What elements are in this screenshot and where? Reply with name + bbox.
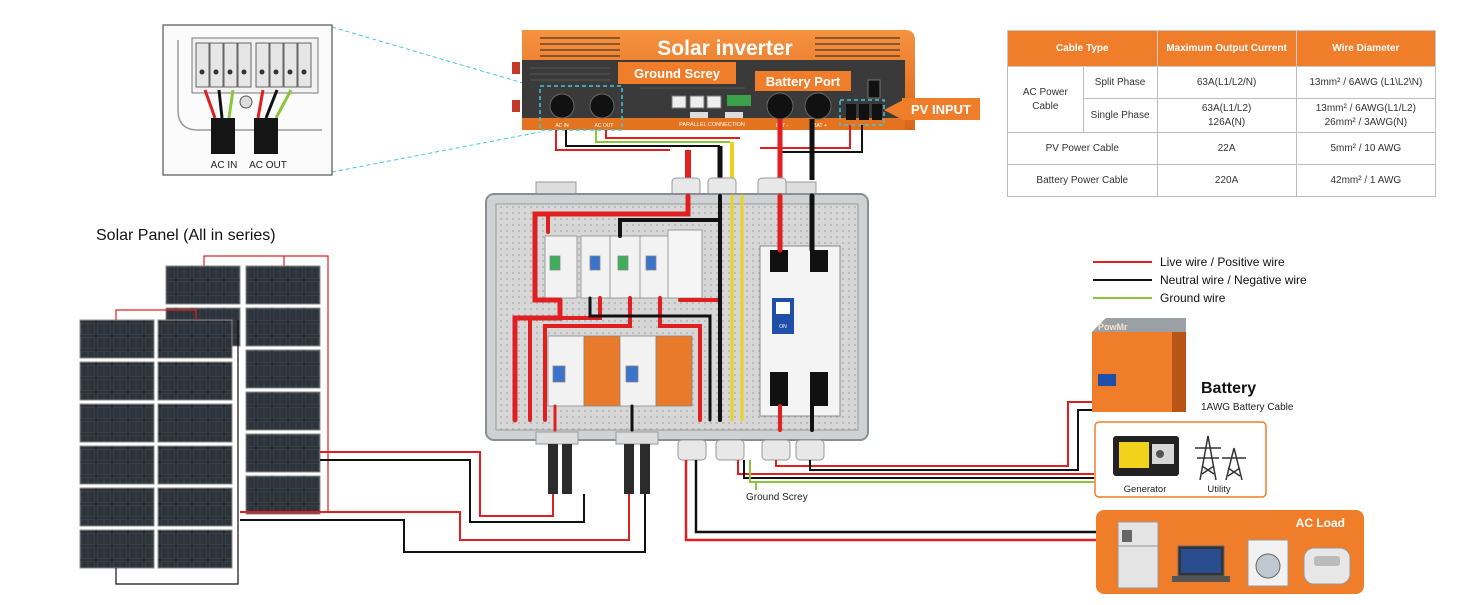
single-phase-current-2: 126A(N) bbox=[1207, 116, 1246, 128]
battery-cable-label: 1AWG Battery Cable bbox=[1201, 402, 1294, 413]
single-phase-wire-2: 26mm² / 3AWG(N) bbox=[1324, 116, 1408, 128]
ac-power-cable-cell: AC Power Cable bbox=[1007, 66, 1084, 133]
ac-terminal-inset: AC IN AC OUT bbox=[162, 24, 541, 176]
battery: PowMr Battery 1AWG Battery Cable bbox=[1092, 318, 1294, 413]
single-phase-wire-1: 13mm² / 6AWG(L1/L2) bbox=[1315, 102, 1416, 114]
laptop-icon bbox=[1172, 545, 1230, 582]
header-cable-type: Cable Type bbox=[1007, 30, 1158, 67]
ac-load: AC Load bbox=[1096, 510, 1364, 594]
port-ac-out-label: AC OUT bbox=[595, 123, 614, 129]
output-wiring bbox=[684, 401, 1096, 542]
header-wire-diameter: Wire Diameter bbox=[1295, 30, 1437, 67]
split-phase-current: 63A(L1/L2/N) bbox=[1156, 66, 1297, 99]
inverter-title: Solar inverter bbox=[657, 37, 792, 60]
battery-title: Battery bbox=[1201, 380, 1256, 397]
refrigerator-icon bbox=[1117, 521, 1159, 589]
generator-label: Generator bbox=[1124, 484, 1167, 495]
ground-screy-bottom-label: Ground Screy bbox=[746, 492, 808, 503]
legend-ground-label: Ground wire bbox=[1160, 291, 1226, 305]
ac-load-title: AC Load bbox=[1296, 516, 1345, 530]
combiner-box: ON bbox=[485, 177, 869, 494]
pv-power-cable-current: 22A bbox=[1156, 132, 1297, 165]
single-phase-current-1: 63A(L1/L2) bbox=[1201, 102, 1252, 114]
single-phase-cell: Single Phase bbox=[1082, 98, 1158, 133]
battery-port-callout: Battery Port bbox=[766, 74, 841, 89]
split-phase-wire: 13mm² / 6AWG (L1\L2\N) bbox=[1295, 66, 1437, 99]
table-row: Battery Power Cable 220A 42mm² / 1 AWG bbox=[1007, 164, 1437, 197]
pv-power-cable-cell: PV Power Cable bbox=[1007, 132, 1158, 165]
single-phase-current: 63A(L1/L2) 126A(N) bbox=[1156, 98, 1297, 133]
generator-icon bbox=[1113, 436, 1179, 476]
spec-table-header-row: Cable Type Maximum Output Current Wire D… bbox=[1007, 30, 1437, 67]
ground-screy-callout: Ground Screy bbox=[634, 66, 721, 81]
solar-inverter: Solar inverter PARALLEL CONNECTION AC IN… bbox=[512, 30, 980, 131]
utility-tower-icon bbox=[1195, 435, 1246, 481]
header-max-current: Maximum Output Current bbox=[1156, 30, 1297, 67]
battery-power-cable-current: 220A bbox=[1156, 164, 1297, 197]
appliance-icon bbox=[1303, 547, 1351, 585]
table-row: Single Phase 63A(L1/L2) 126A(N) 13mm² / … bbox=[1008, 98, 1437, 133]
split-phase-cell: Split Phase bbox=[1082, 66, 1158, 99]
solar-panel-front-group bbox=[79, 319, 233, 569]
port-bat-pos-label: BAT + bbox=[813, 123, 827, 129]
cable-spec-table: Cable Type Maximum Output Current Wire D… bbox=[1007, 30, 1437, 197]
battery-power-cable-cell: Battery Power Cable bbox=[1007, 164, 1158, 197]
table-row: AC Power Cable Split Phase 63A(L1/L2/N) … bbox=[1007, 66, 1437, 133]
solar-panel-array bbox=[79, 255, 329, 585]
battery-power-cable-wire: 42mm² / 1 AWG bbox=[1295, 164, 1437, 197]
legend-neutral-label: Neutral wire / Negative wire bbox=[1160, 273, 1307, 287]
solar-panel-title: Solar Panel (All in series) bbox=[96, 227, 276, 244]
utility-label: Utility bbox=[1207, 484, 1230, 495]
inset-ac-in-label: AC IN bbox=[211, 160, 238, 171]
pv-power-cable-wire: 5mm² / 10 AWG bbox=[1295, 132, 1437, 165]
table-row: PV Power Cable 22A 5mm² / 10 AWG bbox=[1007, 132, 1437, 165]
parallel-connection-label: PARALLEL CONNECTION bbox=[679, 122, 745, 128]
inset-ac-out-label: AC OUT bbox=[249, 160, 287, 171]
legend-live-label: Live wire / Positive wire bbox=[1160, 255, 1285, 269]
pv-wiring bbox=[240, 451, 646, 553]
single-phase-wire: 13mm² / 6AWG(L1/L2) 26mm² / 3AWG(N) bbox=[1295, 98, 1437, 133]
inverter-to-box-wires bbox=[555, 119, 863, 180]
washing-machine-icon bbox=[1247, 539, 1289, 587]
port-ac-in-label: AC IN bbox=[555, 123, 569, 129]
power-sources: Generator Utility bbox=[1094, 421, 1267, 498]
battery-brand-logo: PowMr bbox=[1098, 322, 1128, 332]
pv-input-callout: PV INPUT bbox=[911, 102, 971, 117]
dc-breaker-on-label: ON bbox=[779, 324, 787, 330]
wire-legend: Live wire / Positive wire Neutral wire /… bbox=[1093, 255, 1307, 305]
